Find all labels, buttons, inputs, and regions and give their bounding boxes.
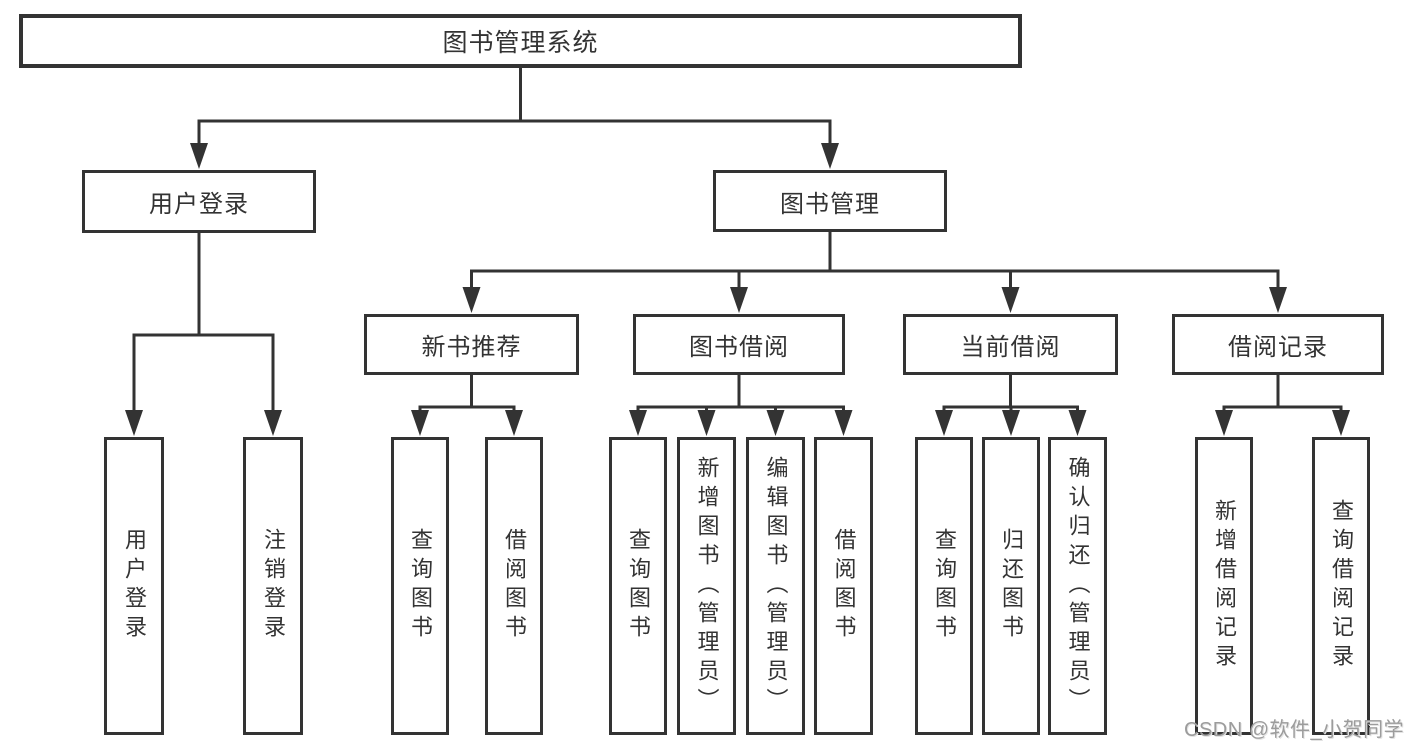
leaf-recommend-borrow-books-label: 借阅图书 xyxy=(502,528,527,644)
leaf-logout: 注销登录 xyxy=(243,437,303,735)
leaf-recommend-query-books: 查询图书 xyxy=(391,437,449,735)
node-book-management-label: 图书管理 xyxy=(780,190,880,218)
leaf-add-borrow-record-label: 新增借阅记录 xyxy=(1212,499,1237,673)
leaf-confirm-return-admin-label: 确认归还（管理员） xyxy=(1065,455,1091,717)
leaf-add-books-admin: 新增图书（管理员） xyxy=(677,437,736,735)
node-current-borrow: 当前借阅 xyxy=(903,314,1118,375)
node-new-book-recommend-label: 新书推荐 xyxy=(421,334,522,361)
node-root-label: 图书管理系统 xyxy=(442,29,599,57)
node-borrow-records-label: 借阅记录 xyxy=(1228,334,1328,361)
node-user-login-label: 用户登录 xyxy=(149,191,249,218)
node-user-login: 用户登录 xyxy=(82,170,316,233)
leaf-query-borrow-record: 查询借阅记录 xyxy=(1312,437,1370,735)
leaf-return-books-label: 归还图书 xyxy=(999,528,1024,644)
csdn-watermark: CSDN @软件_小贺同学 xyxy=(1184,719,1405,741)
leaf-recommend-query-books-label: 查询图书 xyxy=(408,528,433,644)
arrowheads xyxy=(125,143,1350,436)
node-new-book-recommend: 新书推荐 xyxy=(364,314,579,375)
leaf-user-login: 用户登录 xyxy=(104,437,164,735)
leaf-borrow-books-label: 借阅图书 xyxy=(831,528,857,644)
leaf-current-query-books: 查询图书 xyxy=(915,437,973,735)
leaf-edit-books-admin: 编辑图书（管理员） xyxy=(746,437,805,735)
leaf-query-borrow-record-label: 查询借阅记录 xyxy=(1329,499,1354,673)
node-borrow-records: 借阅记录 xyxy=(1172,314,1384,375)
leaf-return-books: 归还图书 xyxy=(982,437,1040,735)
leaf-borrow-books: 借阅图书 xyxy=(814,437,873,735)
node-book-borrow: 图书借阅 xyxy=(633,314,845,375)
node-root: 图书管理系统 xyxy=(19,14,1022,68)
leaf-add-borrow-record: 新增借阅记录 xyxy=(1195,437,1253,735)
node-current-borrow-label: 当前借阅 xyxy=(960,334,1061,361)
leaf-confirm-return-admin: 确认归还（管理员） xyxy=(1048,437,1107,735)
leaf-recommend-borrow-books: 借阅图书 xyxy=(485,437,543,735)
leaf-logout-label: 注销登录 xyxy=(261,528,286,644)
leaf-current-query-books-label: 查询图书 xyxy=(932,528,957,644)
leaf-borrow-query-books-label: 查询图书 xyxy=(626,528,651,644)
leaf-borrow-query-books: 查询图书 xyxy=(609,437,667,735)
leaf-user-login-label: 用户登录 xyxy=(122,528,147,644)
leaf-add-books-admin-label: 新增图书（管理员） xyxy=(694,455,720,717)
leaf-edit-books-admin-label: 编辑图书（管理员） xyxy=(763,455,789,717)
node-book-management: 图书管理 xyxy=(713,170,947,232)
node-book-borrow-label: 图书借阅 xyxy=(689,334,789,361)
